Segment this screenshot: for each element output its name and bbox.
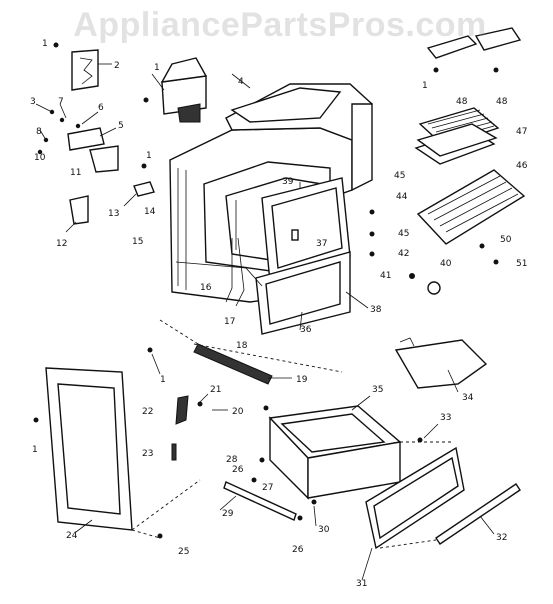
knob-parts-40-44: [369, 209, 499, 295]
callout-1: 1: [42, 39, 48, 49]
callout-26: 26: [292, 545, 304, 555]
callout-48: 48: [456, 97, 468, 107]
callout-leaders: [75, 291, 495, 581]
door-hinge-21-22: [157, 395, 203, 539]
callout-51: 51: [516, 259, 527, 269]
clip-part-13: [123, 163, 155, 207]
bracket-part-1-top: [143, 57, 208, 123]
broiler-door-frame-36: [255, 251, 351, 335]
callout-30: 30: [318, 525, 330, 535]
callout-7: 7: [58, 97, 64, 107]
callout-40: 40: [440, 259, 452, 269]
drawer-glides-26-30: [223, 477, 317, 521]
callout-50: 50: [500, 235, 512, 245]
callout-14: 14: [144, 207, 156, 217]
callout-1: 1: [154, 63, 160, 73]
callout-19: 19: [296, 375, 308, 385]
callout-34: 34: [462, 393, 474, 403]
callout-13: 13: [108, 209, 119, 219]
oven-door-inner-panel: [261, 177, 351, 283]
callout-31: 31: [356, 579, 367, 589]
callout-41: 41: [380, 271, 391, 281]
callout-47: 47: [516, 127, 527, 137]
callout-15: 15: [132, 237, 143, 247]
broiler-pan-34: [394, 337, 488, 389]
callout-21: 21: [210, 385, 221, 395]
broiler-pan-45: [414, 123, 498, 165]
callout-25: 25: [178, 547, 189, 557]
callout-29: 29: [222, 509, 234, 519]
callout-labels: 1 2 1 4 1 48 48 3 7 6 5 8 1 10 11 47 45 …: [30, 39, 528, 589]
callout-16: 16: [200, 283, 212, 293]
callout-22: 22: [142, 407, 153, 417]
bracket-part-2: [53, 42, 112, 91]
callout-42: 42: [398, 249, 409, 259]
wiring-harness-16-17: [175, 237, 263, 307]
callout-37: 37: [316, 239, 327, 249]
rack-hangers-48: [426, 27, 522, 73]
storage-drawer-35: [259, 405, 452, 500]
callout-8: 8: [36, 127, 42, 137]
callout-33: 33: [440, 413, 451, 423]
callout-24: 24: [66, 531, 78, 541]
callout-20: 20: [232, 407, 244, 417]
callout-10: 10: [34, 153, 46, 163]
bracket-part-12: [65, 195, 89, 233]
callout-28: 28: [226, 455, 238, 465]
callout-12: 12: [56, 239, 67, 249]
callout-38: 38: [370, 305, 382, 315]
callout-35: 35: [372, 385, 383, 395]
callout-45: 45: [394, 171, 405, 181]
callout-1: 1: [32, 445, 38, 455]
callout-26: 26: [232, 465, 244, 475]
callout-46: 46: [516, 161, 528, 171]
callout-1: 1: [146, 151, 152, 161]
door-hinge-rod-19: [147, 319, 343, 411]
callout-2: 2: [114, 61, 120, 71]
callout-39: 39: [282, 177, 294, 187]
callout-27: 27: [262, 483, 273, 493]
callout-11: 11: [70, 168, 81, 178]
callout-17: 17: [224, 317, 235, 327]
callout-1: 1: [160, 375, 166, 385]
callout-23: 23: [142, 449, 153, 459]
callout-4: 4: [238, 77, 244, 87]
storage-door-24: [33, 367, 201, 539]
callout-6: 6: [98, 103, 104, 113]
drawer-front-31: [365, 437, 465, 550]
callout-18: 18: [236, 341, 248, 351]
oven-rack-46: [416, 169, 526, 245]
callout-32: 32: [496, 533, 507, 543]
callout-1: 1: [422, 81, 428, 91]
callout-3: 3: [30, 97, 36, 107]
callout-5: 5: [118, 121, 124, 131]
callout-45: 45: [398, 229, 409, 239]
hinge-parts-3-10: [35, 103, 119, 173]
callout-36: 36: [300, 325, 312, 335]
callout-44: 44: [396, 192, 408, 202]
callout-48: 48: [496, 97, 508, 107]
drawer-handle-32: [379, 483, 521, 549]
